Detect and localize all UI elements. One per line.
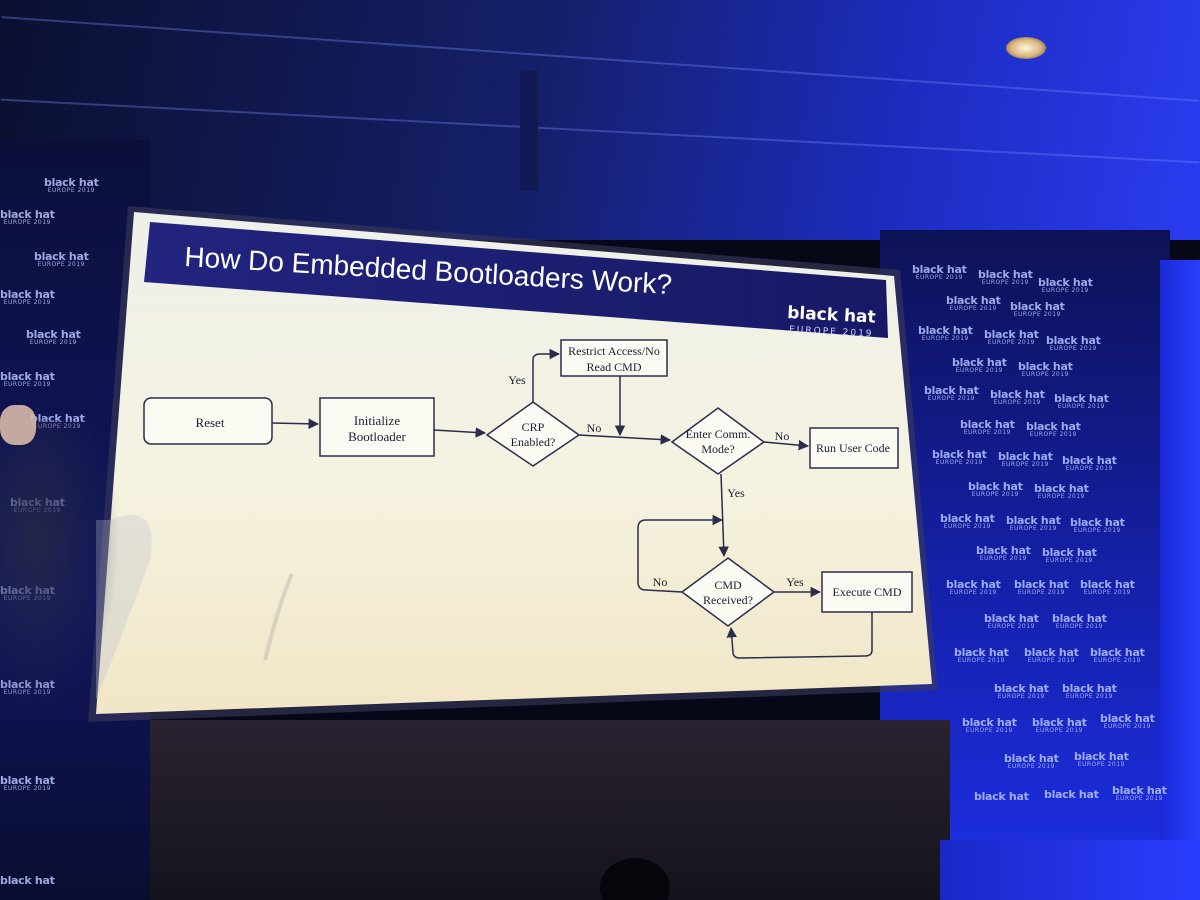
edge-label-enter-no: No bbox=[775, 429, 790, 443]
label-received: Received? bbox=[703, 593, 753, 607]
edge-label-cmd-no: No bbox=[653, 575, 668, 589]
label-crp: CRP bbox=[522, 420, 545, 434]
label-run-user-code: Run User Code bbox=[816, 441, 890, 455]
label-enter-comm: Enter Comm. bbox=[686, 427, 751, 441]
label-mode: Mode? bbox=[701, 442, 734, 456]
label-restrict: Restrict Access/No bbox=[568, 344, 660, 358]
label-initialize: Initialize bbox=[354, 413, 400, 428]
label-enabled: Enabled? bbox=[511, 435, 556, 449]
edge-label-crp-yes: Yes bbox=[508, 373, 526, 387]
edge-label-crp-no: No bbox=[587, 421, 602, 435]
edge-label-enter-yes: Yes bbox=[727, 486, 745, 500]
label-reset: Reset bbox=[196, 415, 225, 430]
edge-label-cmd-yes: Yes bbox=[786, 575, 804, 589]
presenter-hand bbox=[0, 405, 36, 445]
label-read-cmd: Read CMD bbox=[587, 360, 642, 374]
edge-reset-init bbox=[272, 423, 318, 424]
presenter-silhouette bbox=[0, 420, 120, 720]
label-bootloader: Bootloader bbox=[348, 429, 406, 444]
label-cmd: CMD bbox=[714, 578, 742, 592]
label-execute-cmd: Execute CMD bbox=[833, 585, 902, 599]
